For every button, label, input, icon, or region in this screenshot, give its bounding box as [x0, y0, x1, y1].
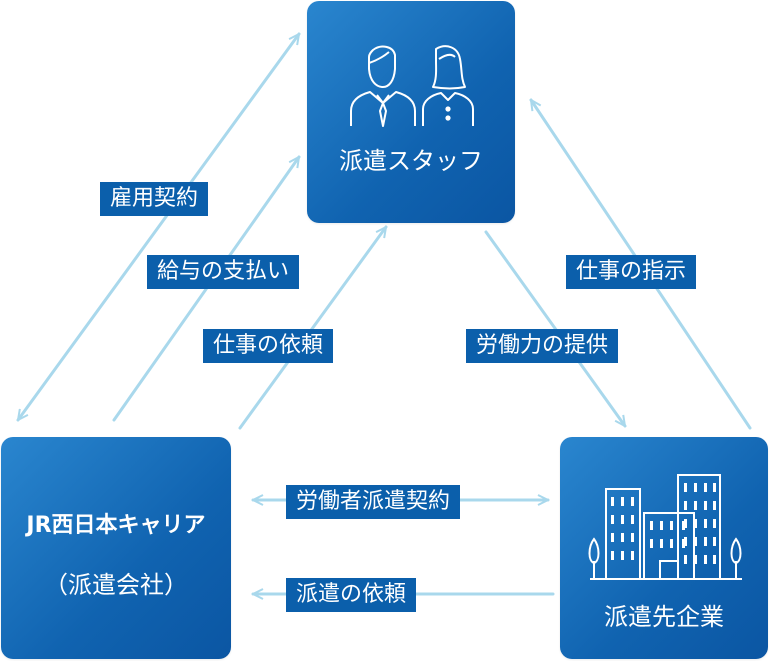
employment-contract-label: 雇用契約	[100, 182, 209, 216]
labor-provision-label: 労働力の提供	[466, 329, 619, 363]
client-label: 派遣先企業	[604, 603, 724, 631]
work-request-label: 仕事の依頼	[203, 329, 334, 363]
employment-contract-arrow	[16, 34, 301, 420]
buildings-icon	[588, 474, 742, 580]
staff-label: 派遣スタッフ	[339, 147, 483, 175]
dispatch-request-label: 派遣の依頼	[286, 578, 417, 612]
dispatch-contract-label: 労働者派遣契約	[286, 485, 461, 519]
work-request-arrow-left	[238, 227, 388, 430]
staff-node: 派遣スタッフ	[307, 1, 515, 223]
dispatch-company-node: JR西日本キャリア （派遣会社）	[1, 437, 231, 659]
people-icon	[350, 45, 474, 127]
company-name: JR西日本キャリア	[26, 513, 206, 538]
work-instruction-label: 仕事の指示	[566, 255, 697, 289]
salary-payment-label: 給与の支払い	[147, 255, 300, 289]
client-company-node: 派遣先企業	[560, 437, 768, 659]
company-type-label: （派遣会社）	[44, 571, 188, 599]
